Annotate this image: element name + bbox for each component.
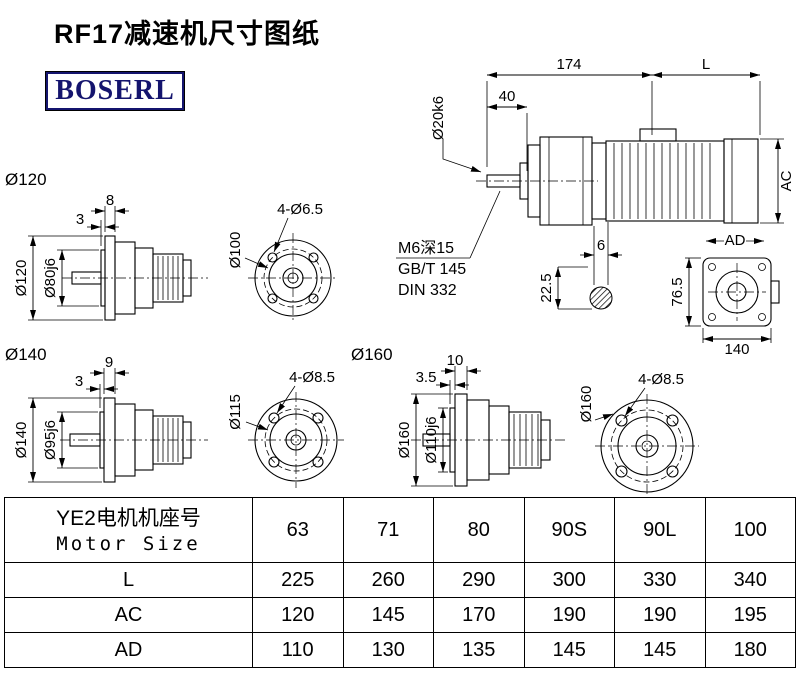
table-cell: 145 xyxy=(523,632,615,668)
dim-outer-140: Ø140 xyxy=(13,422,30,459)
assembly-notes: M6深15 GB/T 145 DIN 332 xyxy=(396,190,501,299)
table-cell: 330 xyxy=(614,562,706,598)
dim-40: 40 xyxy=(499,88,516,105)
table-cell: 180 xyxy=(704,632,796,668)
dim-174: 174 xyxy=(556,56,581,73)
table-header-motor-size: YE2电机机座号 Motor Size xyxy=(4,497,253,563)
dim-outer-160: Ø160 xyxy=(396,422,413,459)
flange140-side-view: 9 3 Ø140 Ø95j6 xyxy=(13,354,208,483)
table-col-header: 90L xyxy=(614,497,706,563)
table-cell: 190 xyxy=(523,597,615,633)
dim-140: 140 xyxy=(724,341,749,358)
assembly-side-view: 174 L 40 Ø20k6 xyxy=(430,56,795,249)
dim-spigot-110: Ø110j6 xyxy=(423,416,440,463)
bolt-circle-label-120: Ø100 xyxy=(227,232,244,269)
dim-3: 3 xyxy=(75,373,83,390)
note-m6: M6深15 xyxy=(398,239,454,257)
table-cell: 195 xyxy=(704,597,796,633)
dim-3-5: 3.5 xyxy=(416,369,437,386)
table-cell: 120 xyxy=(252,597,344,633)
flange120-drawing: Ø120 8 3 Ø120 Ø80j6 xyxy=(5,170,338,323)
dim-3: 3 xyxy=(76,211,84,228)
table-cell: 190 xyxy=(614,597,706,633)
motor-size-table: YE2电机机座号 Motor Size 63 71 80 90S 90L 100… xyxy=(4,497,796,668)
note-din: DIN 332 xyxy=(398,282,457,299)
dim-AD: AD xyxy=(725,232,746,249)
table-cell: 130 xyxy=(342,632,434,668)
dim-spigot-95: Ø95j6 xyxy=(42,420,59,460)
note-gbt: GB/T 145 xyxy=(398,261,466,278)
dim-6: 6 xyxy=(597,237,605,254)
page-title: RF17减速机尺寸图纸 xyxy=(54,19,321,49)
table-col-header: 80 xyxy=(433,497,525,563)
table-col-header: 63 xyxy=(252,497,344,563)
flange120-label: Ø120 xyxy=(5,170,47,189)
table-row-L: L 225 260 290 300 330 340 xyxy=(4,562,796,598)
assembly-flange-rear-view: 76.5 140 xyxy=(669,257,780,358)
table-col-header: 90S xyxy=(523,497,615,563)
flange120-side-view: 8 3 Ø120 Ø80j6 xyxy=(13,192,208,321)
dim-10: 10 xyxy=(447,352,464,369)
header-en: Motor Size xyxy=(56,533,201,556)
keyway-detail: 6 22.5 xyxy=(538,222,622,310)
dim-22-5: 22.5 xyxy=(538,273,555,302)
dim-outer-120: Ø120 xyxy=(13,260,30,297)
brand-logo-text: BOSERL xyxy=(55,75,175,106)
dim-L: L xyxy=(702,56,710,73)
dim-9: 9 xyxy=(105,354,113,371)
dim-AC: AC xyxy=(778,170,795,191)
table-cell: 110 xyxy=(252,632,344,668)
table-row-AC: AC 120 145 170 190 190 195 xyxy=(4,597,796,633)
outer-circle-label-160: Ø160 xyxy=(578,386,595,423)
table-col-header: 100 xyxy=(704,497,796,563)
flange140-front-view: 4-Ø8.5 Ø115 xyxy=(227,369,344,488)
table-cell: 145 xyxy=(342,597,434,633)
row-label: AD xyxy=(4,632,253,668)
flange140-label: Ø140 xyxy=(5,345,47,364)
row-label: L xyxy=(4,562,253,598)
table-cell: 145 xyxy=(614,632,706,668)
bolt-circle-label-140: Ø115 xyxy=(227,394,244,430)
flange160-front-view: 4-Ø8.5 Ø160 xyxy=(578,371,699,498)
shaft-section xyxy=(589,286,613,310)
table-header-row: YE2电机机座号 Motor Size 63 71 80 90S 90L 100 xyxy=(4,497,796,563)
table-cell: 135 xyxy=(433,632,525,668)
flange140-drawing: Ø140 9 3 Ø140 Ø95j6 xyxy=(5,345,344,488)
table-col-header: 71 xyxy=(342,497,434,563)
dim-shaft-dia: Ø20k6 xyxy=(430,96,447,140)
table-cell: 300 xyxy=(523,562,615,598)
table-row-AD: AD 110 130 135 145 145 180 xyxy=(4,632,796,668)
flange160-side-view: 10 3.5 Ø160 Ø110j6 xyxy=(396,352,567,487)
dim-76-5: 76.5 xyxy=(669,277,686,306)
header-cn: YE2电机机座号 xyxy=(56,506,201,530)
flange160-drawing: Ø160 10 3.5 Ø160 Ø110j6 xyxy=(351,345,699,498)
table-cell: 340 xyxy=(704,562,796,598)
row-label: AC xyxy=(4,597,253,633)
table-cell: 225 xyxy=(252,562,344,598)
assembly-drawing: 174 L 40 Ø20k6 xyxy=(396,56,795,358)
flange160-label: Ø160 xyxy=(351,345,393,364)
brand-logo: BOSERL xyxy=(45,71,185,111)
dim-8: 8 xyxy=(106,192,114,209)
motor-fins xyxy=(613,143,711,219)
holes-label-120: 4-Ø6.5 xyxy=(277,201,323,218)
table-cell: 260 xyxy=(342,562,434,598)
holes-label-140: 4-Ø8.5 xyxy=(289,369,335,386)
table-cell: 290 xyxy=(433,562,525,598)
dim-spigot-80: Ø80j6 xyxy=(42,258,59,298)
holes-label-160: 4-Ø8.5 xyxy=(638,371,684,388)
table-cell: 170 xyxy=(433,597,525,633)
flange120-front-view: 4-Ø6.5 Ø100 xyxy=(227,201,338,323)
